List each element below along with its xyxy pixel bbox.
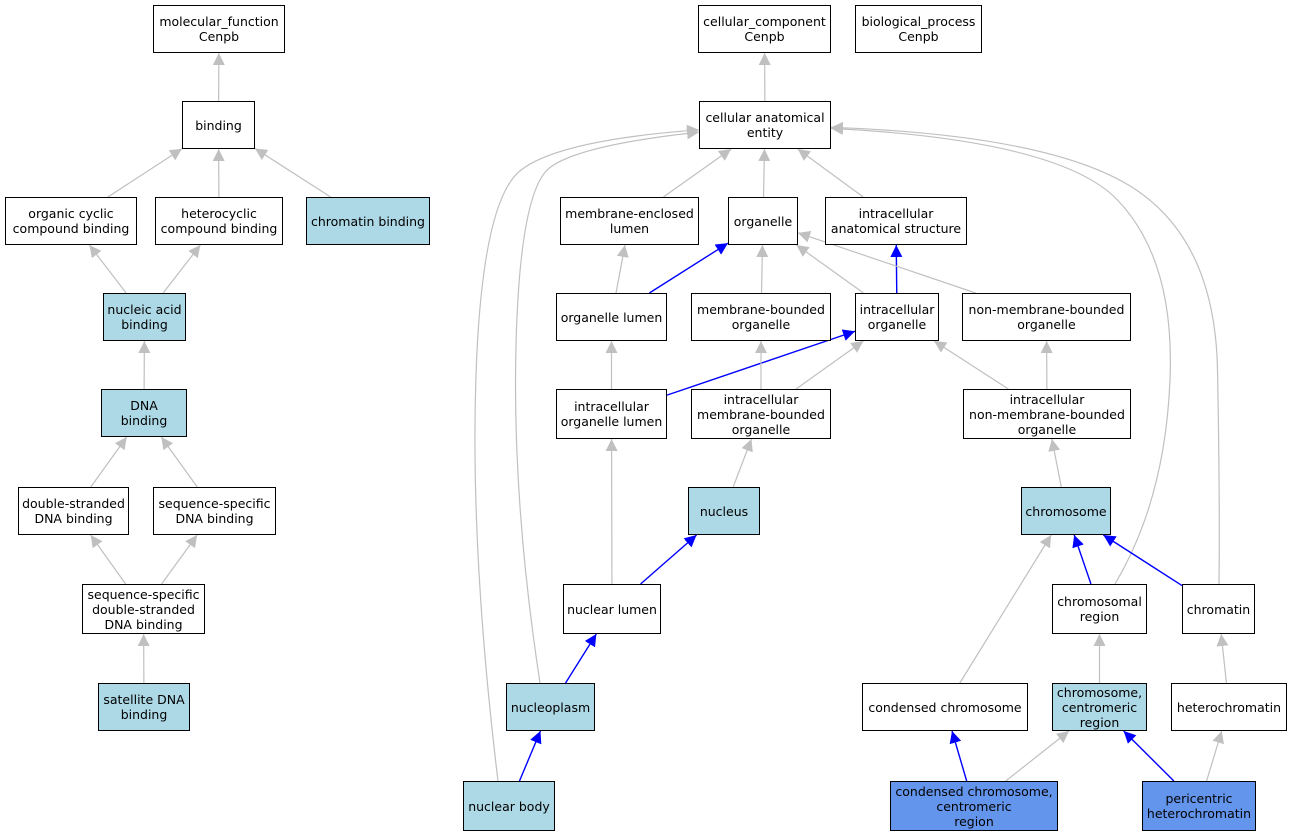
edge-part-of-chreg-to-chrom [1072,534,1092,585]
term-node-mbo[interactable]: membrane-bounded organelle [691,293,831,341]
edge-part-of-io-to-ias [890,244,903,294]
edge-is-a-mbo-to-org [756,244,769,294]
edge-part-of-ol-to-org [649,242,729,294]
edge-is-a-io-to-org [796,244,864,294]
term-node-np[interactable]: nucleoplasm [506,683,595,731]
term-node-ias[interactable]: intracellular anatomical structure [825,197,967,245]
term-node-inmbo[interactable]: intracellular non-membrane-bounded organ… [963,389,1131,439]
edge-is-a-mel-to-cae [663,148,732,198]
term-node-dnab[interactable]: DNA binding [101,389,187,437]
term-node-mf[interactable]: molecular_function Cenpb [153,5,285,53]
edge-is-a-nb-to-cae [474,124,700,782]
term-node-sat[interactable]: satellite DNA binding [98,683,190,731]
term-node-nab[interactable]: nucleic acid binding [103,293,186,341]
term-node-org[interactable]: organelle [728,197,798,245]
edge-is-a-nab-to-ocb [88,244,127,294]
edge-part-of-ccc-to-cchr [949,730,968,782]
term-node-chrt[interactable]: chromatin [1182,584,1255,634]
edge-part-of-np-to-nl [564,633,597,684]
term-node-nuc[interactable]: nucleus [688,487,760,535]
edge-is-a-chrt-to-cae [830,121,1220,585]
term-node-ssdna[interactable]: sequence-specific DNA binding [153,487,276,535]
term-node-imbo[interactable]: intracellular membrane-bounded organelle [691,389,831,439]
term-node-hcb[interactable]: heterocyclic compound binding [155,197,283,245]
edge-is-a-nab-to-hcb [162,244,201,294]
edge-is-a-ocb-to-binding [107,148,183,198]
edge-is-a-dsdna-to-dnab [90,436,128,488]
term-node-dsdna[interactable]: double-stranded DNA binding [18,487,129,535]
term-node-ol[interactable]: organelle lumen [556,293,667,341]
term-node-nl[interactable]: nuclear lumen [563,584,661,634]
term-node-bp[interactable]: biological_process Cenpb [855,5,982,53]
edge-is-a-np-to-cae [514,127,700,684]
edge-is-a-ssds-to-dsdna [90,534,127,585]
edge-is-a-ccc-to-ccr [1005,730,1070,782]
term-node-chreg[interactable]: chromosomal region [1052,584,1147,634]
edge-part-of-chrt-to-chrom [1102,534,1183,587]
term-node-ccc[interactable]: condensed chromosome, centromeric region [890,781,1058,831]
term-node-ocb[interactable]: organic cyclic compound binding [5,197,137,245]
term-node-pch[interactable]: pericentric heterochromatin [1142,781,1256,831]
term-node-chb[interactable]: chromatin binding [306,197,430,245]
edge-part-of-nl-to-nuc [640,534,698,585]
term-node-nmbo[interactable]: non-membrane-bounded organelle [962,293,1131,341]
edge-is-a-pch-to-hetc [1206,730,1224,782]
edge-is-a-imbo-to-io [795,340,864,390]
term-node-io[interactable]: intracellular organelle [855,293,939,341]
edge-part-of-pch-to-ccr [1123,730,1175,782]
term-node-binding[interactable]: binding [182,101,255,149]
edge-is-a-inmbo-to-io [933,340,1009,390]
term-node-ccr[interactable]: chromosome, centromeric region [1052,683,1147,731]
edge-is-a-ssds-to-ssdna [161,534,198,585]
edge-is-a-chb-to-binding [254,147,331,198]
edge-is-a-ol-to-mel [615,244,629,294]
term-node-mel[interactable]: membrane-enclosed lumen [560,197,699,245]
term-node-cc[interactable]: cellular_component Cenpb [698,5,831,53]
edge-part-of-nb-to-np [518,730,542,782]
term-node-iol[interactable]: intracellular organelle lumen [556,389,667,439]
edge-is-a-nuc-to-imbo [732,438,753,488]
term-node-chrom[interactable]: chromosome [1021,487,1111,535]
edge-is-a-ssdna-to-dnab [160,436,198,488]
edge-is-a-ias-to-cae [797,148,864,198]
edge-is-a-cchr-to-chrom [959,534,1052,684]
term-node-nb[interactable]: nuclear body [463,781,555,831]
edge-is-a-chreg-to-cae [830,122,1171,585]
edge-is-a-hetc-to-chrt [1216,633,1229,684]
edge-is-a-chrom-to-inmbo [1048,438,1062,488]
term-node-cae[interactable]: cellular anatomical entity [699,101,831,149]
term-node-ssds[interactable]: sequence-specific double-stranded DNA bi… [82,584,205,634]
term-node-cchr[interactable]: condensed chromosome [862,683,1028,731]
term-node-hetc[interactable]: heterochromatin [1171,683,1287,731]
edge-is-a-org-to-cae [758,148,771,198]
